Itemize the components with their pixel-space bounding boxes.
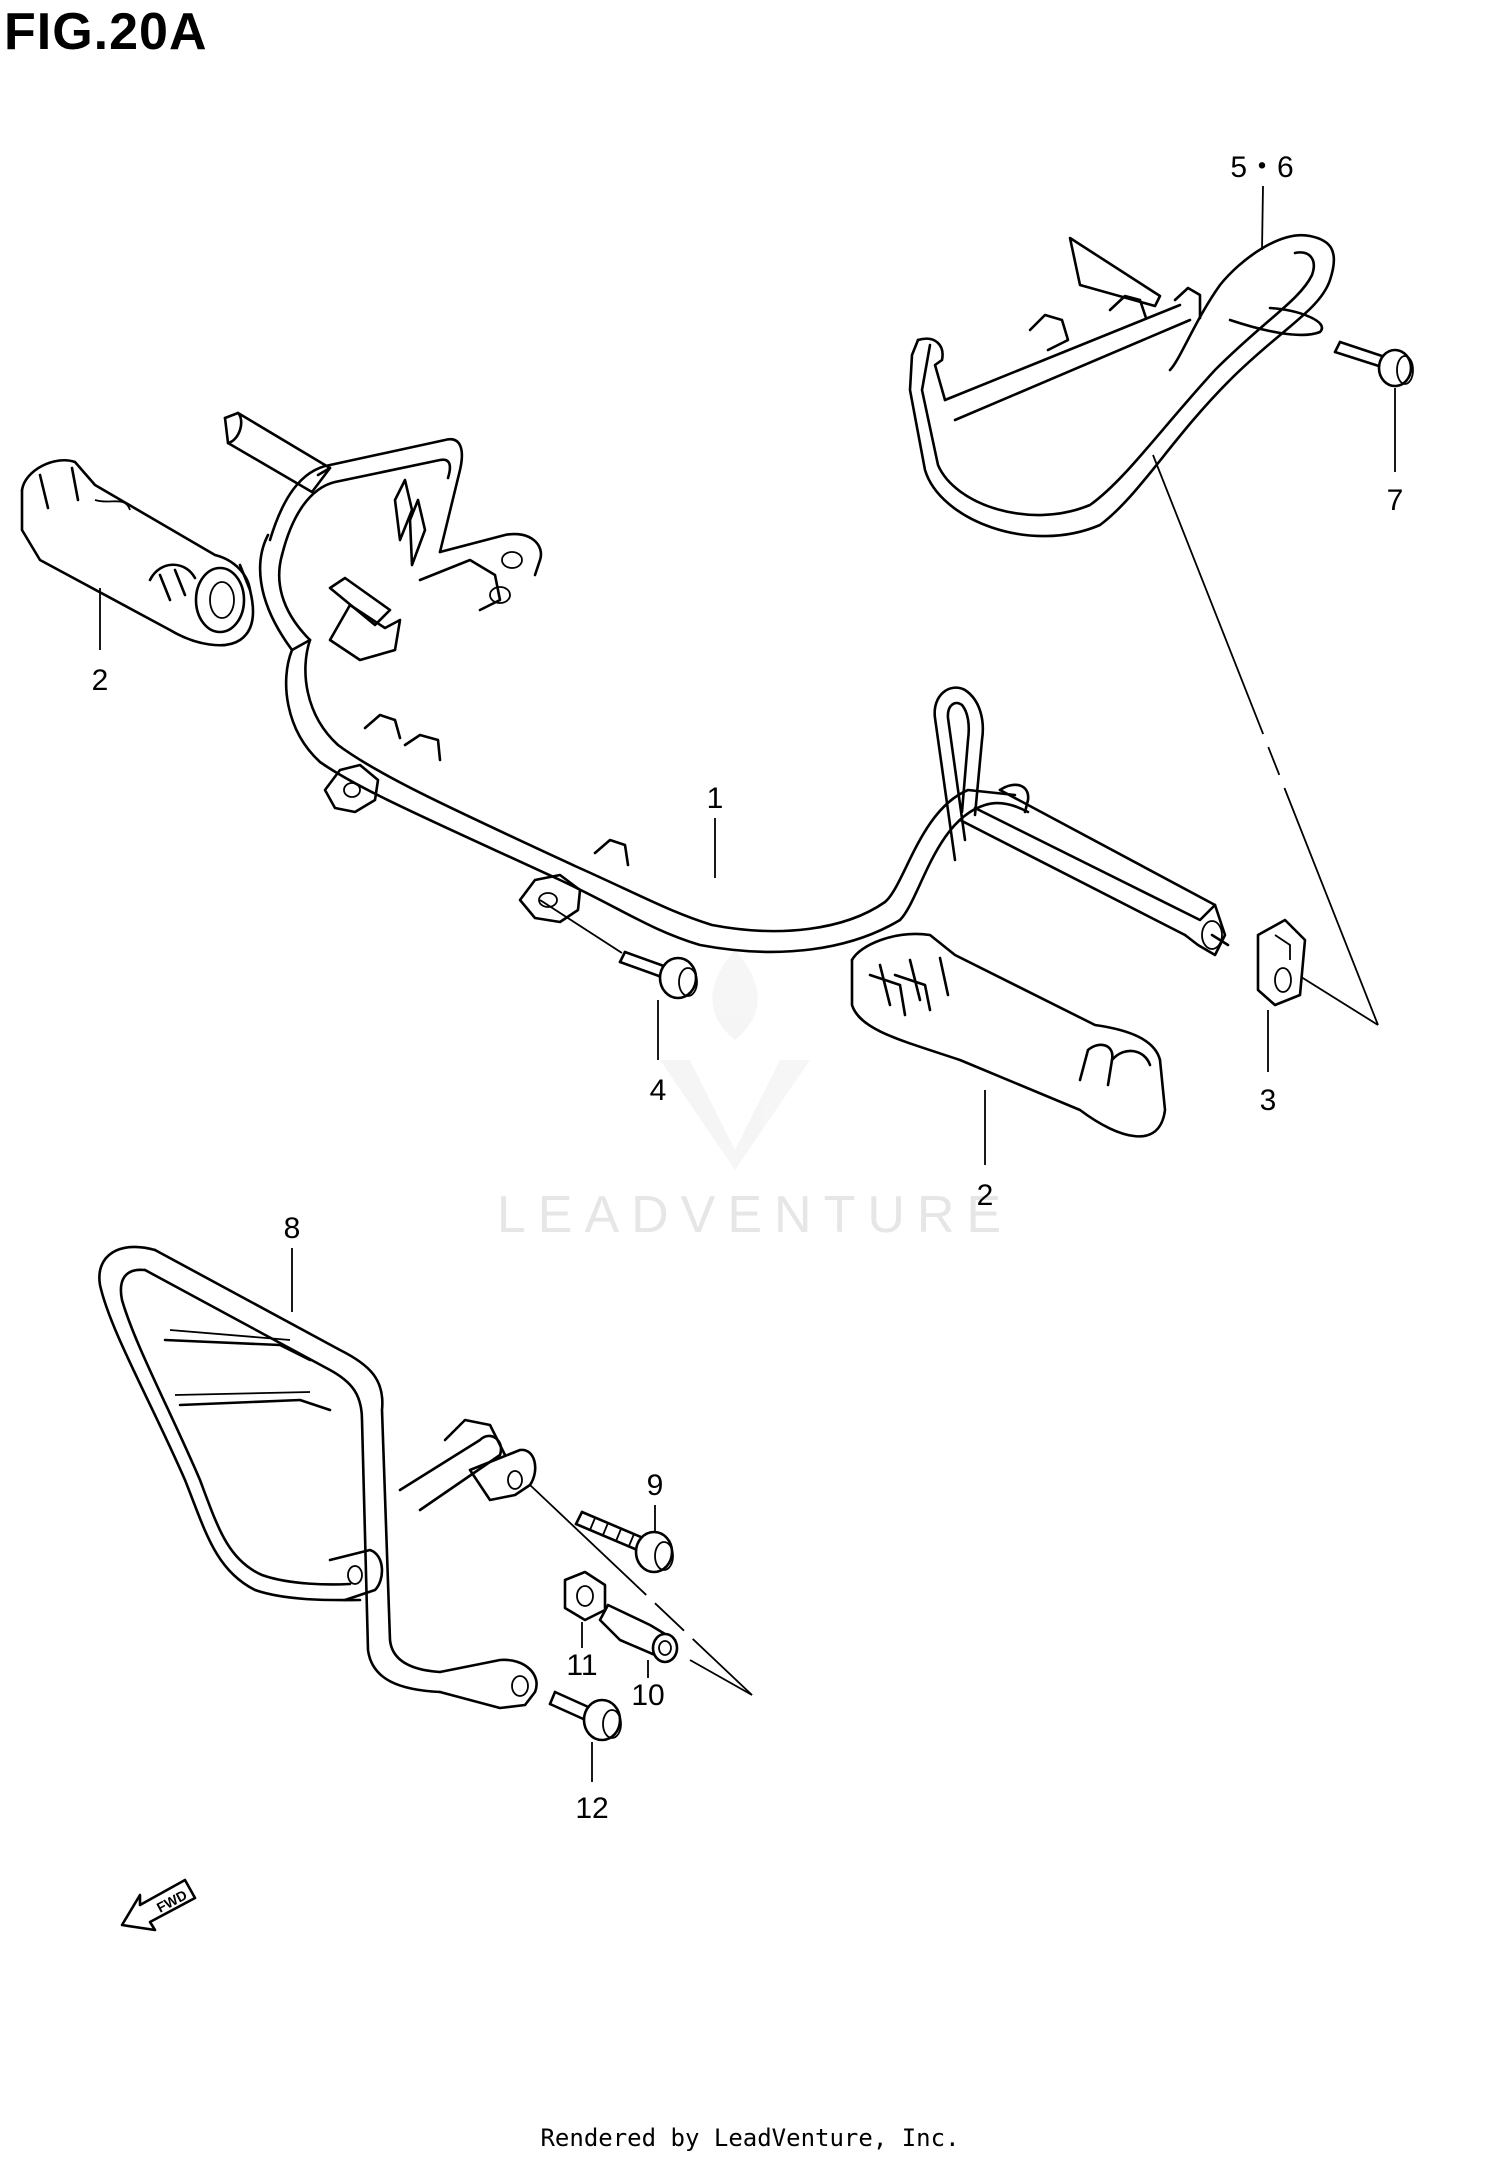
- callout-12: 12: [575, 1792, 608, 1825]
- part-nut-11[interactable]: [563, 1570, 607, 1622]
- callout-5-6: 5・6: [1230, 151, 1293, 184]
- part-bolt-12[interactable]: [548, 1690, 622, 1742]
- callout-3: 3: [1260, 1084, 1277, 1117]
- callout-2-upper: 2: [92, 664, 109, 697]
- part-footrest-upper[interactable]: [20, 459, 255, 647]
- part-plate-3[interactable]: [1256, 918, 1307, 1007]
- leader-56: [1261, 185, 1264, 251]
- assembly-line-front: [529, 1484, 753, 1696]
- callout-4: 4: [650, 1074, 667, 1107]
- part-spacer-10[interactable]: [598, 1603, 679, 1664]
- figure-title: FIG.20A: [4, 3, 208, 61]
- assembly-line-rear: [1152, 454, 1379, 1026]
- part-footrest-lower[interactable]: [850, 932, 1167, 1138]
- watermark-text: LEADVENTURE: [497, 1186, 1013, 1244]
- part-front-guard[interactable]: [98, 1245, 538, 1710]
- callout-11: 11: [566, 1649, 597, 1682]
- assembly-line-4: [539, 899, 623, 954]
- part-rear-guard[interactable]: [908, 233, 1336, 538]
- callout-9: 9: [647, 1469, 664, 1502]
- assembly-line-rear-b: [1289, 969, 1379, 1026]
- part-bolt-4[interactable]: [618, 950, 698, 1000]
- part-bolt-7[interactable]: [1333, 340, 1414, 388]
- footer-credit: Rendered by LeadVenture, Inc.: [540, 2124, 960, 2152]
- callout-10: 10: [631, 1679, 664, 1712]
- part-frame-main[interactable]: [223, 411, 1230, 957]
- callout-8: 8: [284, 1212, 301, 1245]
- callout-1: 1: [707, 782, 724, 815]
- part-bolt-9[interactable]: [574, 1510, 674, 1574]
- callout-7: 7: [1387, 484, 1404, 517]
- assembly-line-front-b: [689, 1659, 753, 1696]
- fwd-arrow-icon: FWD: [120, 1878, 197, 1932]
- leadventure-logo-icon: [660, 950, 810, 1170]
- callout-2-lower: 2: [977, 1179, 994, 1212]
